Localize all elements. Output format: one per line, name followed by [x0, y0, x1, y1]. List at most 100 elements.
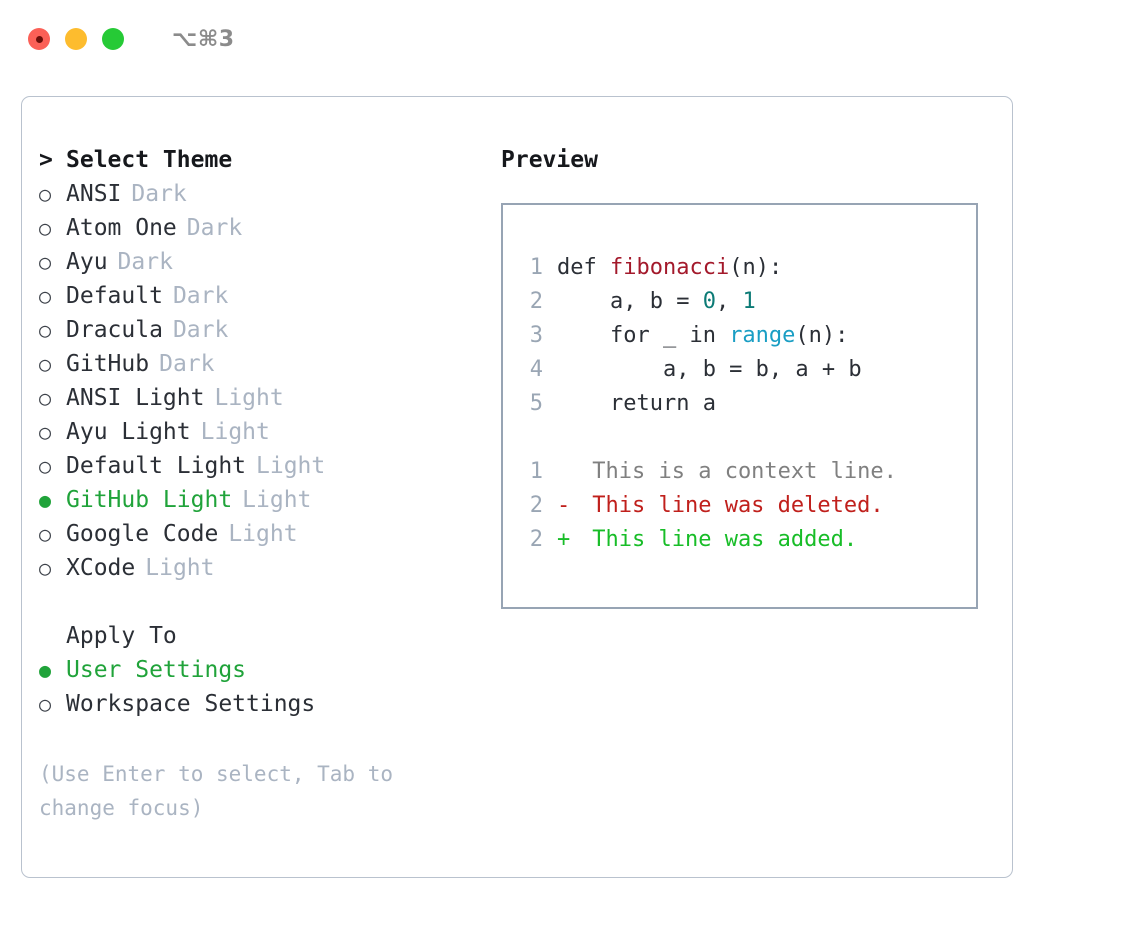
diff-line-number: 1: [529, 459, 543, 484]
code-line-number: 1: [529, 255, 543, 280]
code-token: range: [729, 323, 796, 348]
apply-to-option[interactable]: ● User Settings: [39, 653, 489, 687]
preview-title: Preview: [501, 147, 598, 173]
code-line-text: a, b = b, a + b: [557, 353, 862, 387]
theme-list-item[interactable]: ○ ANSI Dark: [39, 177, 489, 211]
code-token: 0: [702, 289, 716, 314]
close-window-icon[interactable]: [28, 28, 50, 50]
diff-line-number: 2: [529, 527, 543, 552]
code-line-number: 2: [529, 289, 543, 314]
code-token: (n):: [795, 323, 849, 348]
code-line-number: 4: [529, 357, 543, 382]
theme-name-label: ANSI Light: [66, 385, 205, 411]
diff-line: 2- This line was deleted.: [515, 489, 970, 523]
keyboard-shortcut-label: ⌥⌘3: [172, 26, 235, 52]
theme-kind-label: Light: [214, 385, 284, 411]
theme-name-label: GitHub: [66, 351, 150, 377]
diff-block: 1 This is a context line. 2- This line wa…: [515, 455, 970, 557]
theme-list-item[interactable]: ○ XCode Light: [39, 551, 489, 585]
radio-unselected-icon: ○: [39, 556, 52, 580]
theme-picker-heading-label: Select Theme: [66, 147, 233, 173]
keyboard-hint-text: (Use Enter to select, Tab to change focu…: [39, 762, 394, 820]
theme-list-item[interactable]: ○ Ayu Light Light: [39, 415, 489, 449]
code-token: ,: [715, 289, 743, 314]
theme-name-label: Atom One: [66, 215, 177, 241]
radio-unselected-icon: ○: [39, 454, 52, 478]
code-token: (n):: [729, 255, 783, 280]
theme-name-label: Google Code: [66, 521, 219, 547]
theme-name-label: Dracula: [66, 317, 163, 343]
theme-name-label: XCode: [66, 555, 136, 581]
code-token: a, b =: [557, 289, 703, 314]
code-token: fibonacci: [609, 255, 730, 280]
radio-unselected-icon: ○: [39, 250, 52, 274]
code-line: 3 for _ in range(n):: [515, 319, 970, 353]
radio-unselected-icon: ○: [39, 284, 52, 308]
code-line-number: 3: [529, 323, 543, 348]
theme-kind-label: Light: [256, 453, 326, 479]
code-token: a, b = b, a + b: [557, 357, 862, 382]
theme-name-label: Default: [66, 283, 163, 309]
theme-list-item[interactable]: ○ Google Code Light: [39, 517, 489, 551]
code-line: 2 a, b = 0, 1: [515, 285, 970, 319]
theme-kind-label: Light: [200, 419, 270, 445]
theme-list-item[interactable]: ○ Default Dark: [39, 279, 489, 313]
code-line: 4 a, b = b, a + b: [515, 353, 970, 387]
code-line-text: def fibonacci(n):: [557, 251, 782, 285]
diff-line-text: This is a context line.: [579, 459, 897, 484]
code-token: def: [557, 255, 610, 280]
theme-kind-label: Dark: [159, 351, 215, 377]
radio-unselected-icon: ○: [39, 522, 52, 546]
code-line-number: 5: [529, 391, 543, 416]
theme-picker-heading: > Select Theme: [39, 143, 489, 177]
radio-unselected-icon: ○: [39, 386, 52, 410]
focus-marker: >: [39, 147, 53, 173]
radio-unselected-icon: ○: [39, 420, 52, 444]
title-bar: ⌥⌘3: [0, 0, 1140, 78]
apply-to-heading: Apply To: [66, 623, 177, 649]
code-token: return a: [557, 391, 716, 416]
theme-kind-label: Light: [228, 521, 298, 547]
theme-kind-label: Dark: [186, 215, 243, 241]
code-token: 1: [742, 289, 756, 314]
theme-kind-label: Light: [242, 487, 312, 513]
code-token: for _ in: [557, 323, 730, 348]
radio-selected-icon: ●: [39, 658, 52, 682]
code-line-text: for _ in range(n):: [557, 319, 848, 353]
code-line: 1 def fibonacci(n):: [515, 251, 970, 285]
theme-list-item[interactable]: ○ Ayu Dark: [39, 245, 489, 279]
traffic-light-group: [28, 28, 124, 50]
theme-kind-label: Dark: [131, 181, 187, 207]
maximize-window-icon[interactable]: [102, 28, 124, 50]
theme-list-item[interactable]: ○ ANSI Light Light: [39, 381, 489, 415]
diff-marker: -: [557, 493, 571, 518]
theme-kind-label: Dark: [117, 249, 173, 275]
theme-kind-label: Dark: [172, 283, 229, 309]
code-line-text: return a: [557, 387, 716, 421]
theme-name-label: ANSI: [66, 181, 122, 207]
minimize-window-icon[interactable]: [65, 28, 87, 50]
radio-unselected-icon: ○: [39, 182, 52, 206]
theme-name-label: GitHub Light: [66, 487, 233, 513]
theme-name-label: Ayu: [66, 249, 108, 275]
theme-name-label: Ayu Light: [66, 419, 191, 445]
diff-marker: [557, 455, 579, 489]
apply-to-section: Apply To ● User Settings ○Workspace Settin…: [39, 619, 489, 721]
apply-to-option-label: User Settings: [66, 657, 247, 683]
radio-unselected-icon: ○: [39, 318, 52, 342]
diff-line: 2+ This line was added.: [515, 523, 970, 557]
apply-to-option[interactable]: ○Workspace Settings: [39, 687, 489, 721]
code-line: 5 return a: [515, 387, 970, 421]
theme-kind-label: Light: [145, 555, 215, 581]
